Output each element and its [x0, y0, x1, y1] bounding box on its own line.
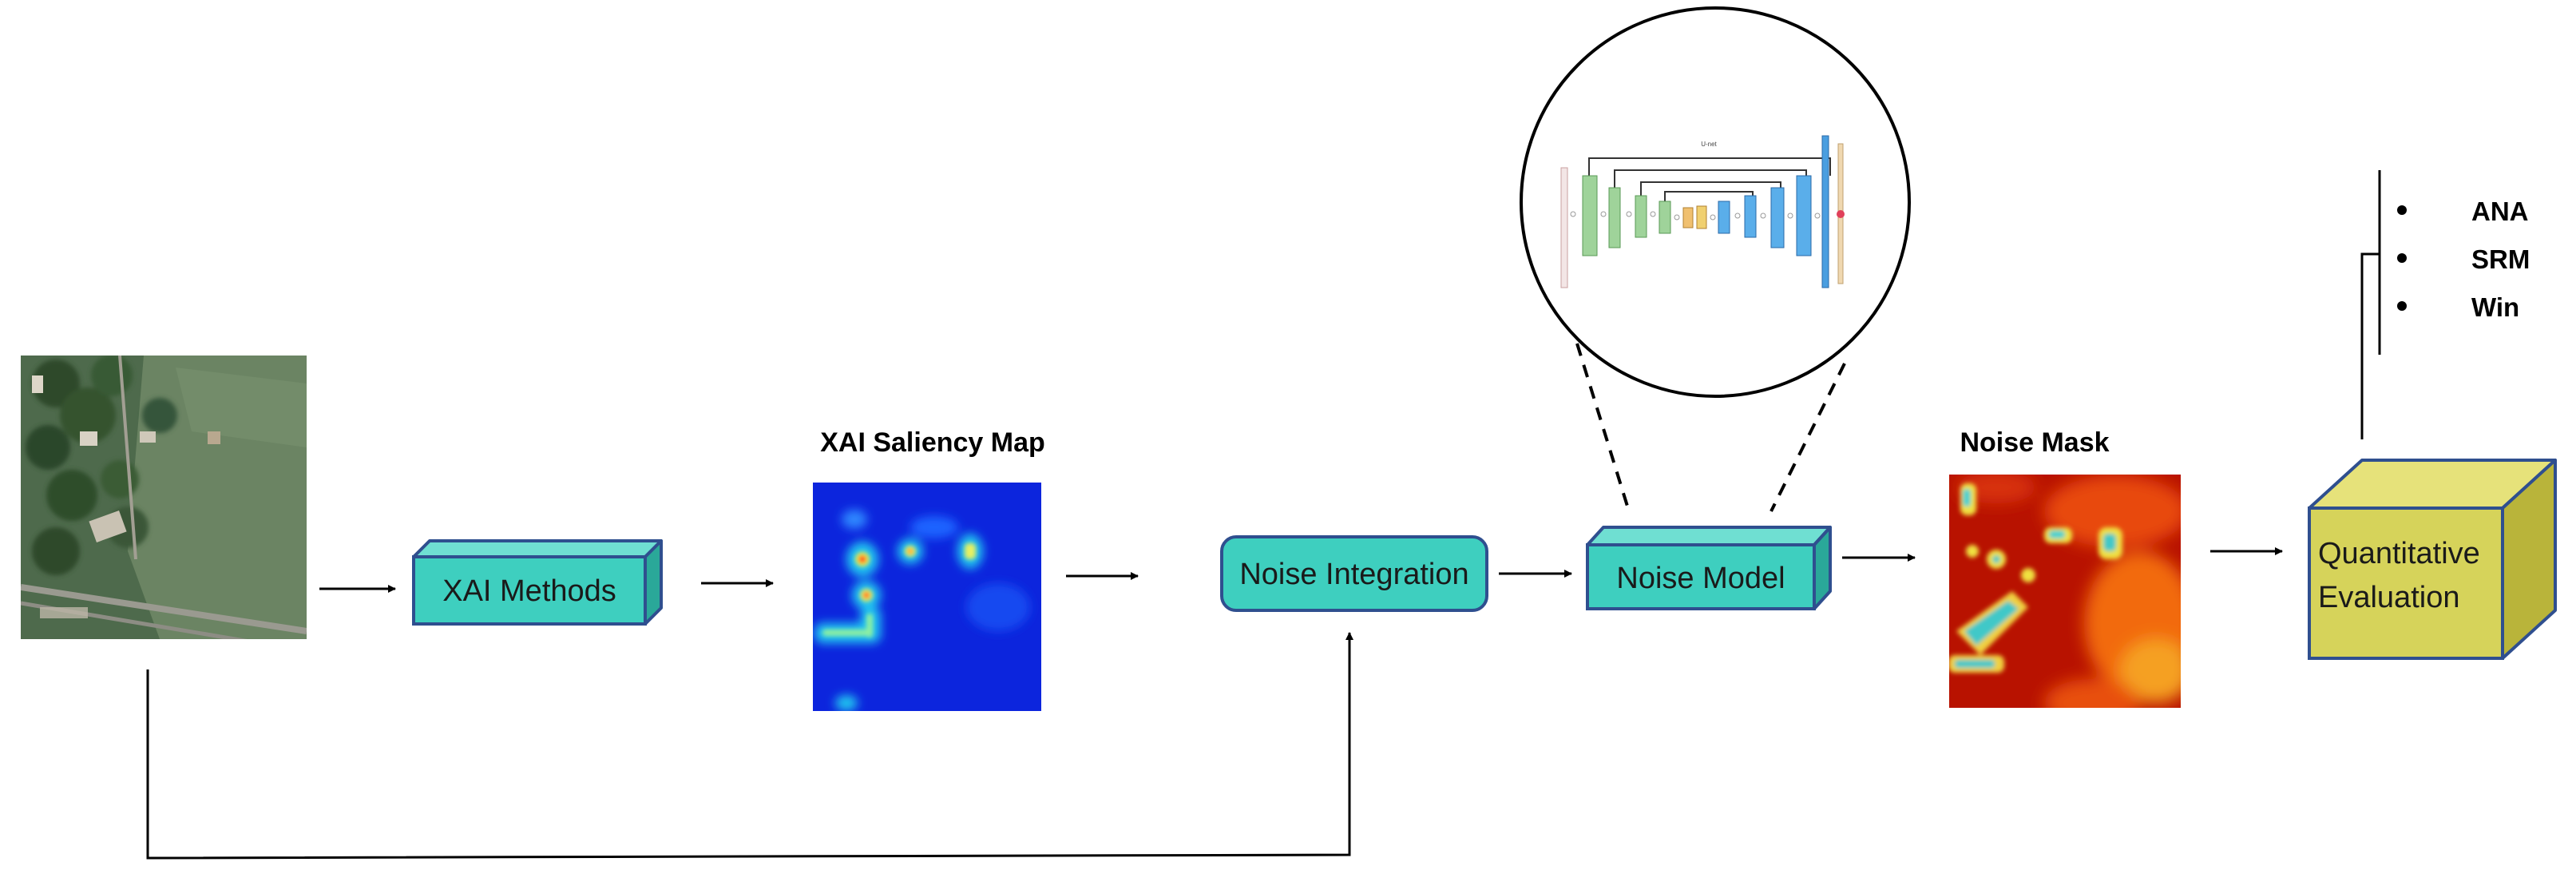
noise-model-label: Noise Model	[1616, 562, 1785, 595]
zoom-line-right	[1770, 363, 1846, 512]
unet-inset-title: U-net	[1701, 141, 1717, 148]
metric-srm: SRM	[2471, 244, 2530, 274]
noise-integration-label: Noise Integration	[1239, 558, 1468, 591]
evaluation-label-line2: Evaluation	[2318, 581, 2459, 614]
metric-item: Win	[2397, 292, 2519, 322]
unet-architecture-inset: U-net	[1520, 6, 1911, 398]
metric-ana: ANA	[2471, 197, 2529, 226]
noise-model-box: Noise Model	[1586, 526, 1832, 610]
saliency-map-title: XAI Saliency Map	[820, 427, 1045, 458]
noise-integration-box: Noise Integration	[1220, 535, 1488, 612]
noise-mask-title: Noise Mask	[1960, 427, 2109, 458]
metrics-bracket	[2360, 170, 2381, 439]
zoom-line-left	[1575, 343, 1631, 512]
skip-connection-line	[146, 639, 1351, 860]
metric-item: SRM	[2397, 244, 2530, 274]
satellite-image	[21, 356, 307, 639]
evaluation-label-line1: Quantitative	[2318, 537, 2480, 570]
xai-methods-label: XAI Methods	[442, 574, 616, 608]
xai-methods-box: XAI Methods	[412, 539, 663, 626]
saliency-heatmap	[813, 483, 1041, 711]
metric-win: Win	[2471, 292, 2519, 322]
metrics-list: ANA SRM Win	[2397, 197, 2530, 322]
noise-heatmap	[1949, 475, 2181, 708]
metric-item: ANA	[2397, 197, 2529, 226]
quantitative-evaluation-box: Quantitative Evaluation	[2308, 459, 2557, 660]
